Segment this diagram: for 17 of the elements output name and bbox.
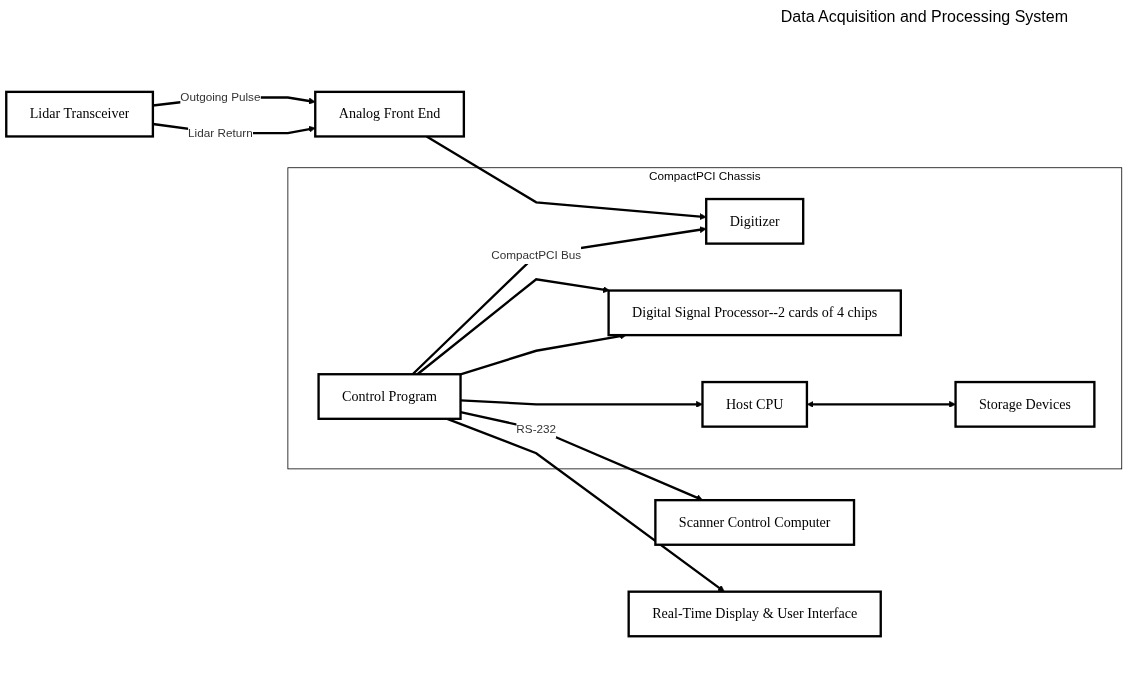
diagram-title: Data Acquisition and Processing System <box>779 7 1069 27</box>
node-box: Analog Front End <box>314 90 466 138</box>
node-box: Host CPU <box>701 380 809 428</box>
node-box: Storage Devices <box>954 380 1096 428</box>
node-box: Real-Time Display & User Interface <box>627 590 882 637</box>
arrow <box>460 398 703 408</box>
node-box: Scanner Control Computer <box>654 498 856 546</box>
node-box: Lidar Transceiver <box>5 90 155 138</box>
edge-label: CompactPCI Bus <box>491 247 582 261</box>
node-box: Digitizer <box>705 197 805 245</box>
edge-label: RS-232 <box>516 421 557 435</box>
arrow <box>806 400 956 408</box>
arrow <box>411 225 707 375</box>
node-box: Digital Signal Processor--2 cards of 4 chips <box>607 288 902 336</box>
node-box: Control Program <box>317 372 462 420</box>
edge-label: Lidar Return <box>188 125 253 139</box>
edge-label: Outgoing Pulse <box>180 89 261 104</box>
